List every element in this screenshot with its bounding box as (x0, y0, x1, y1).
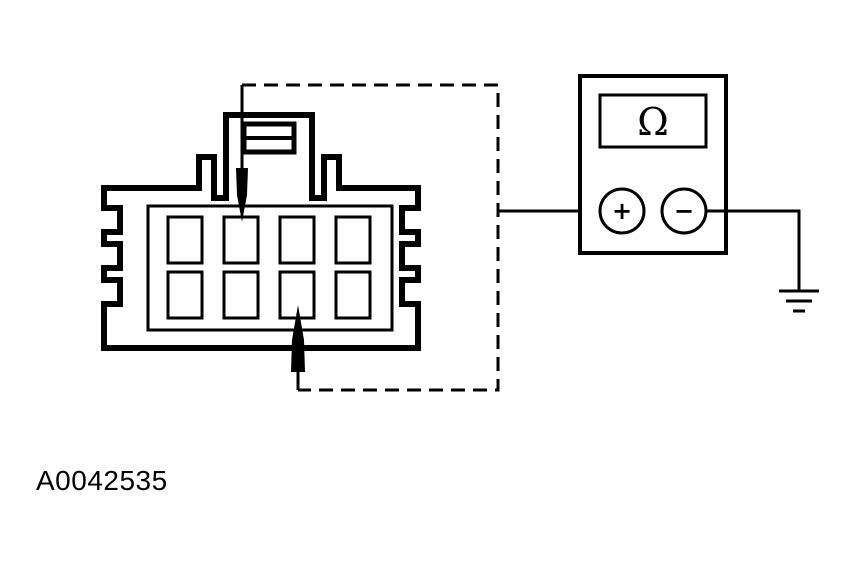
pin-cavity-3 (278, 215, 316, 265)
pin-cavity-2 (222, 215, 260, 265)
pin-cavity-5 (166, 270, 204, 320)
pin-cavity-6 (222, 270, 260, 320)
ground-lead-wire (706, 209, 801, 291)
pin-cavity-1 (166, 215, 204, 265)
positive-terminal-symbol: + (612, 197, 632, 225)
figure-id-label: A0042535 (36, 465, 168, 496)
meter-display-symbol: Ω (637, 100, 669, 144)
pin-cavities (166, 215, 372, 320)
connector-inner-face (146, 204, 394, 332)
ground-symbol-icon (779, 289, 819, 313)
probe-icon (236, 85, 248, 222)
connector-housing-outline (101, 112, 421, 351)
top-probe-tip (236, 168, 248, 222)
negative-terminal-symbol: − (674, 197, 694, 225)
probe-icon (291, 305, 305, 390)
positive-terminal (598, 187, 646, 235)
pin-cavity-4 (334, 215, 372, 265)
bottom-probe-tip (291, 305, 305, 372)
meter-display (598, 93, 708, 149)
connector-icon (101, 112, 421, 351)
pin-cavity-8 (334, 270, 372, 320)
dashed-test-lead (242, 83, 500, 392)
ohmmeter-icon: Ω + − (578, 74, 728, 255)
